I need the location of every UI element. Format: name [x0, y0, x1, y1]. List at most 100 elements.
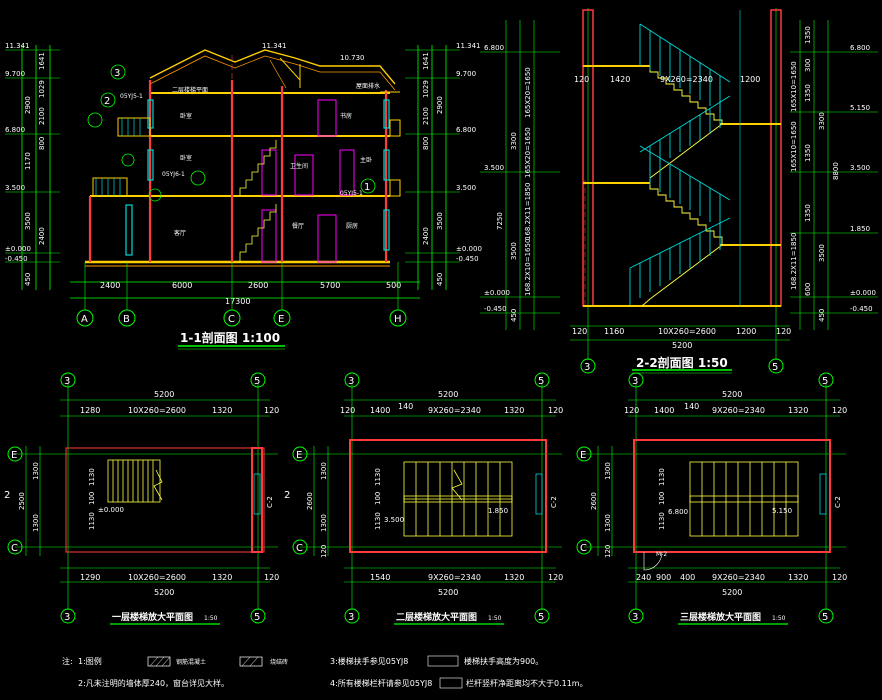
p2-bdim-3: 1320 — [504, 573, 524, 582]
p3-bdim-0: 5200 — [722, 588, 742, 597]
section-1-1: 11.341 9.700 6.800 3.500 ±0.000 -0.450 1… — [5, 42, 482, 350]
s1-axis-3: E — [278, 314, 284, 325]
note-2: 2:凡未注明的墙体厚240，窗台详见大样。 — [78, 678, 229, 688]
s1-bdim-4: 500 — [386, 281, 401, 290]
plan-2: 3 5 3 5 E C 5200 120 1400 140 9X260=2340… — [292, 372, 563, 625]
s2-level-right-5: -0.450 — [850, 305, 873, 313]
s1-callout-4: 1 — [364, 182, 370, 193]
p2-tdim-0: 5200 — [438, 390, 458, 399]
s1-rdim-4: 800 — [422, 137, 430, 150]
s1-callout-3: 05YJ6-1 — [162, 171, 185, 178]
s1-callout-5: 05YJ5-1 — [340, 190, 363, 197]
p1-axis-top-1: 5 — [254, 376, 260, 387]
s1-room-1: 书房 — [340, 112, 352, 120]
s2-rdim-7: 8800 — [832, 162, 840, 180]
s1-rdim-5: 3500 — [436, 212, 444, 230]
s2-level-left-2: ±0.000 — [484, 289, 510, 297]
p2-axis-bot-0: 3 — [348, 612, 354, 623]
s1-room-3: 客厅 — [174, 229, 186, 237]
s2-rdim-11: 600 — [804, 283, 812, 296]
s2-ldim-6: 168.2X10=1650 — [524, 239, 532, 296]
note-4: 4:所有楼梯栏杆请参见05YJ8 — [330, 678, 432, 688]
p2-axis-side-0: E — [296, 450, 302, 461]
s2-level-right-0: 6.800 — [850, 44, 870, 52]
p3-sdim-3: 120 — [604, 545, 612, 558]
s1-total: 17300 — [225, 297, 250, 306]
s2-rdim-2: 1350 — [804, 84, 812, 102]
s1-ldim-2: 2900 — [24, 96, 32, 114]
s1-level-left-0: 11.341 — [5, 42, 30, 50]
p2-idim-2: 1130 — [374, 512, 382, 530]
s2-rdim-5: 1350 — [804, 144, 812, 162]
s2-level-left-0: 6.800 — [484, 44, 504, 52]
s2-rdim-0: 1350 — [804, 26, 812, 44]
p3-axis-top-0: 3 — [632, 376, 638, 387]
p3-idim-0: 1130 — [658, 468, 666, 486]
p3-tdim-4: 9X260=2340 — [712, 406, 765, 415]
s1-level-right-2: 6.800 — [456, 126, 476, 134]
p2-sdim-2: 1300 — [320, 514, 328, 532]
s2-bdim-4: 120 — [776, 327, 791, 336]
s1-level-right-3: 3.500 — [456, 184, 476, 192]
s2-bdim-1: 1160 — [604, 327, 624, 336]
s1-bdim-1: 6000 — [172, 281, 192, 290]
s1-callout-1: 05YJ5-1 — [120, 93, 143, 100]
s1-bdim-3: 5700 — [320, 281, 340, 290]
note-4-b: 栏杆竖杆净距离均不大于0.11m。 — [466, 678, 588, 688]
p3-axis-bot-1: 5 — [822, 612, 828, 623]
p3-bdim-3: 400 — [680, 573, 695, 582]
s1-rdim-7: 450 — [436, 273, 444, 286]
p2-tdim-2: 1400 — [370, 406, 390, 415]
section22-title: 2-2剖面图 1:50 — [636, 355, 728, 370]
s1-rdim-3: 2100 — [422, 107, 430, 125]
p3-sdim-2: 1300 — [604, 514, 612, 532]
p3-bdim-2: 900 — [656, 573, 671, 582]
s1-axis-0: A — [81, 314, 88, 325]
s1-level-right-5: -0.450 — [456, 255, 479, 263]
p1-axis-side-0: E — [11, 450, 17, 461]
p1-tdim-0: 5200 — [154, 390, 174, 399]
plan3-scale: 1:50 — [772, 615, 786, 622]
notes: 注: 1:图例 钢筋混凝土 烧结砖 2:凡未注明的墙体厚240，窗台详见大样。 … — [62, 655, 588, 689]
s1-level-left-1: 9.700 — [5, 70, 25, 78]
p2-tdim-3: 140 — [398, 402, 413, 411]
s2-level-right-2: 3.500 — [850, 164, 870, 172]
p1-cut-right: 2 — [284, 490, 290, 501]
s1-small-1: 屋面排水 — [356, 82, 380, 90]
s2-axis-0: 3 — [584, 362, 590, 373]
p2-tdim-4: 9X260=2340 — [428, 406, 481, 415]
s2-rdim-12: 450 — [818, 309, 826, 322]
p3-axis-side-0: E — [580, 450, 586, 461]
s1-level-left-3: 3.500 — [5, 184, 25, 192]
p3-bdim-1: 240 — [636, 573, 651, 582]
s1-room-7: 卫生间 — [290, 162, 308, 170]
p2-tdim-5: 1320 — [504, 406, 524, 415]
p1-bdim-4: 120 — [264, 573, 279, 582]
s2-tdim-2: 1200 — [740, 75, 760, 84]
p3-axis-top-1: 5 — [822, 376, 828, 387]
p1-axis-bot-1: 5 — [254, 612, 260, 623]
p1-sdim-0: 2500 — [18, 492, 26, 510]
p3-tdim-6: 120 — [832, 406, 847, 415]
p2-tdim-6: 120 — [548, 406, 563, 415]
p3-tdim-2: 1400 — [654, 406, 674, 415]
s1-room-5: 厨房 — [346, 222, 358, 230]
note-3: 3:楼梯扶手参见05YJ8 — [330, 656, 408, 666]
section-2-2: 6.800 3.500 ±0.000 -0.450 6.800 5.150 3.… — [480, 8, 878, 374]
p2-sdim-1: 2600 — [306, 492, 314, 510]
s2-level-right-4: ±0.000 — [850, 289, 876, 297]
s2-axis-1: 5 — [772, 362, 778, 373]
p2-level-0: 1.850 — [488, 507, 508, 515]
p1-bdim-0: 5200 — [154, 588, 174, 597]
plan-1: 3 5 3 5 E C 5200 1280 10X260=2600 1320 1… — [4, 372, 290, 625]
s1-ldim-5: 1170 — [24, 152, 32, 170]
s2-level-right-3: 1.850 — [850, 225, 870, 233]
s1-room-2: 卧室 — [180, 154, 192, 162]
s2-tdim-3: 120 — [574, 75, 589, 84]
note-1-a: 钢筋混凝土 — [176, 658, 206, 666]
p1-axis-side-1: C — [11, 543, 18, 554]
p2-sdim-0: 1300 — [320, 462, 328, 480]
p2-tdim-1: 120 — [340, 406, 355, 415]
p3-tdim-0: 5200 — [722, 390, 742, 399]
